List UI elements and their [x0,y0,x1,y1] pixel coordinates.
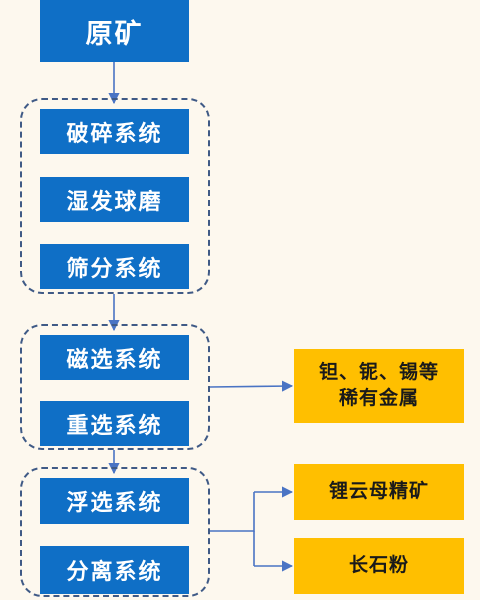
node-separation: 分离系统 [40,546,189,594]
node-flotation: 浮选系统 [40,478,189,524]
output-rare-metals: 钽、铌、锡等 稀有金属 [294,349,464,423]
arrow-to-rare-metals [209,380,294,392]
group-grinding [20,98,210,294]
output-rare-metals-line2: 稀有金属 [338,387,419,409]
node-wet-ball-milling: 湿发球磨 [40,177,189,222]
node-gravity-separation: 重选系统 [40,401,189,446]
node-magnetic-separation: 磁选系统 [40,335,189,380]
output-lepidolite-concentrate: 锂云母精矿 [294,464,464,520]
node-screening: 筛分系统 [40,244,189,289]
node-crushing: 破碎系统 [40,109,189,154]
group-flotation-separation [20,467,210,597]
output-feldspar-powder: 长石粉 [294,538,464,594]
node-raw-ore: 原矿 [40,0,189,62]
output-rare-metals-line1: 钽、铌、锡等 [318,361,439,384]
arrow-split-to-outputs [210,492,255,532]
group-magnetic-gravity [20,324,210,450]
